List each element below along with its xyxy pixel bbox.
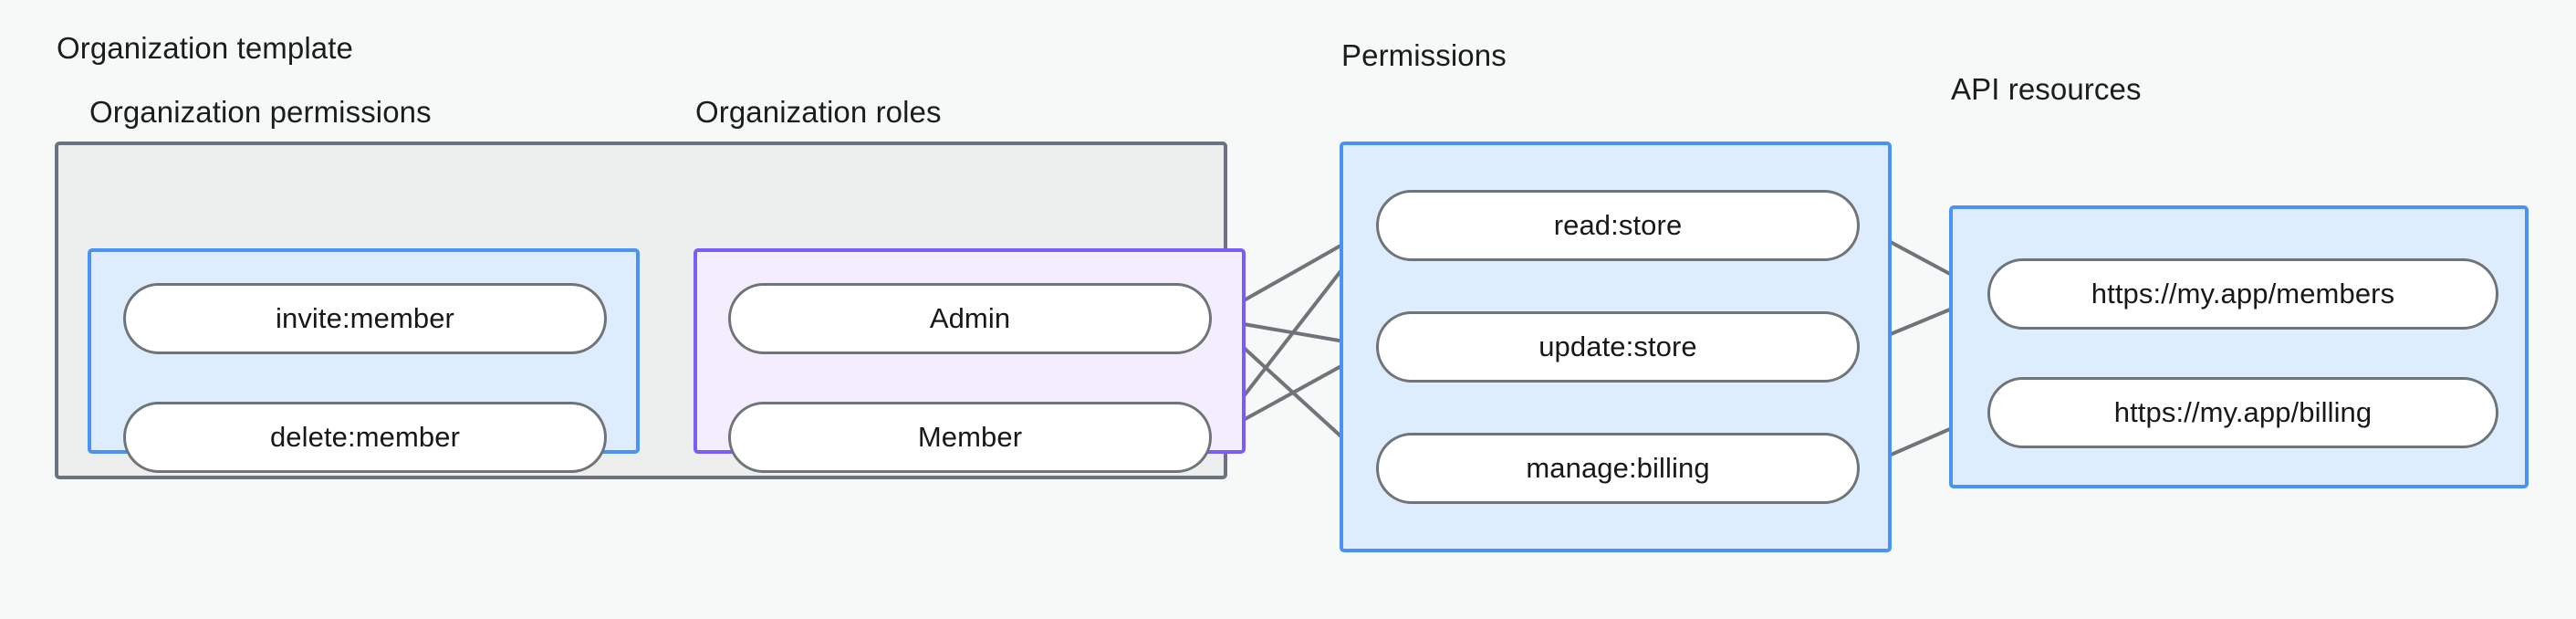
caption-organization-template: Organization template — [57, 31, 353, 65]
caption-permissions: Permissions — [1341, 38, 1507, 72]
node-label: Admin — [929, 302, 1011, 334]
node-manage-billing[interactable]: manage:billing — [1376, 433, 1860, 504]
node-label: Member — [917, 421, 1023, 453]
node-resource-billing[interactable]: https://my.app/billing — [1987, 377, 2498, 448]
node-invite-member[interactable]: invite:member — [123, 283, 607, 354]
node-label: read:store — [1553, 209, 1683, 241]
node-member[interactable]: Member — [728, 402, 1212, 473]
caption-organization-permissions: Organization permissions — [89, 95, 432, 129]
node-admin[interactable]: Admin — [728, 283, 1212, 354]
node-delete-member[interactable]: delete:member — [123, 402, 607, 473]
node-update-store[interactable]: update:store — [1376, 311, 1860, 383]
caption-organization-roles: Organization roles — [695, 95, 942, 129]
node-read-store[interactable]: read:store — [1376, 190, 1860, 261]
node-label: update:store — [1538, 330, 1697, 362]
caption-api-resources: API resources — [1951, 72, 2142, 106]
node-label: https://my.app/billing — [2113, 396, 2373, 428]
node-label: delete:member — [269, 421, 461, 453]
node-label: manage:billing — [1526, 452, 1710, 484]
node-label: https://my.app/members — [2091, 278, 2395, 310]
node-label: invite:member — [276, 302, 454, 334]
node-resource-members[interactable]: https://my.app/members — [1987, 258, 2498, 330]
